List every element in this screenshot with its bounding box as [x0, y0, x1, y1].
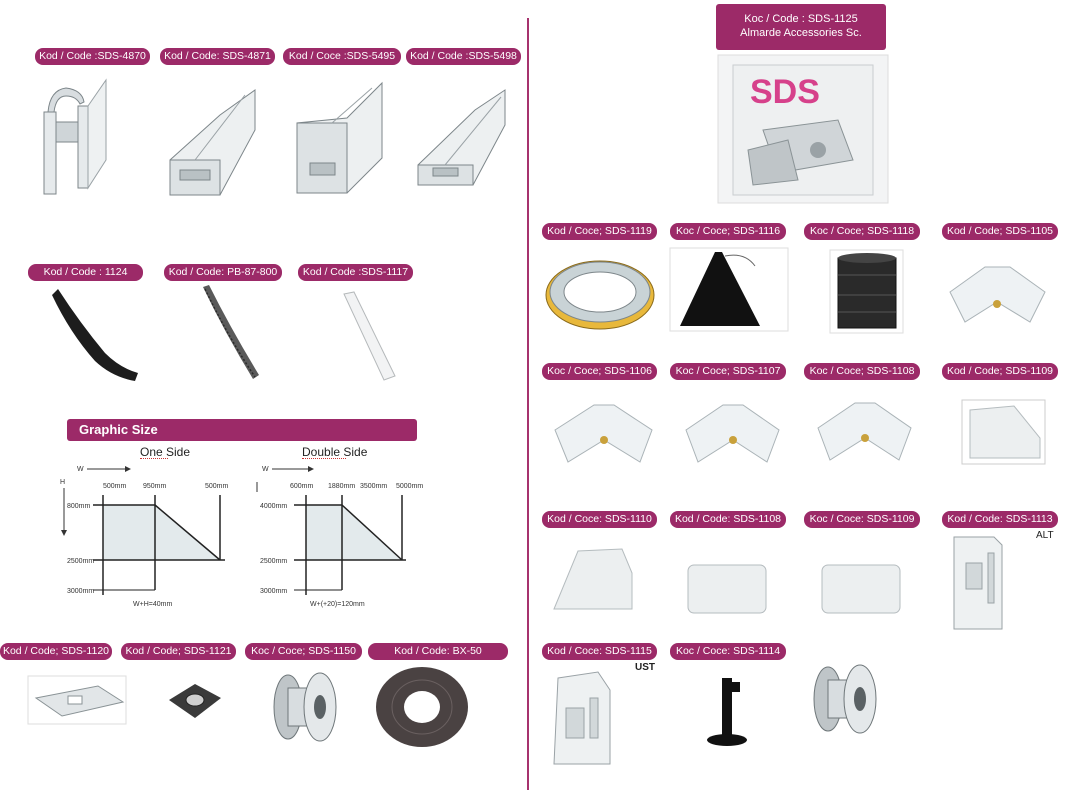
corner-sds-1106-image [554, 404, 653, 463]
code-tag-sds-1113: Kod / Code: SDS-1113 [942, 511, 1058, 528]
wheel-sds-1150-image [273, 672, 337, 742]
wheel-image [813, 664, 877, 734]
code-tag-sds-4871: Kod / Code: SDS-4871 [160, 48, 275, 65]
double-side-top-tick-4: 5000mm [396, 483, 423, 490]
double-side-left-tick-3: 3000mm [260, 588, 287, 595]
code-tag-sds-1125-line2: Almarde Accessories Sc. [740, 27, 862, 39]
code-tag-sds-1114: Koc / Coce: SDS-1114 [670, 643, 786, 660]
code-tag-sds-1105: Kod / Code; SDS-1105 [942, 223, 1058, 240]
plate-sds-1108-image [687, 564, 767, 614]
one-side-top-tick-2: 950mm [143, 483, 167, 490]
strip-sds-1117-image [343, 291, 396, 381]
code-tag-sds-1120: Kod / Code; SDS-1120 [0, 643, 112, 660]
double-side-top-tick-3: 3500mm [360, 483, 387, 490]
double-side-left-tick-1: 4000mm [260, 503, 287, 510]
code-tag-sds-1125: Koc / Code : SDS-1125 Almarde Accessorie… [716, 4, 886, 50]
corner-sds-1108-image [817, 402, 912, 461]
clip-sds-1120-image [27, 675, 127, 725]
code-tag-pb-87-800: Kod / Code: PB-87-800 [164, 264, 282, 281]
double-side-w-label: W [262, 466, 269, 473]
code-tag-sds-1109: Koc / Coce: SDS-1109 [804, 511, 920, 528]
one-side-left-tick-2: 2500mm [67, 558, 94, 565]
double-side-underline [302, 458, 346, 459]
code-tag-sds-1110: Kod / Coce: SDS-1110 [542, 511, 657, 528]
plate-sds-1109-image [821, 564, 901, 614]
one-side-top-tick-3: 500mm [205, 483, 229, 490]
bracket-sds-1113-image [953, 536, 1003, 630]
brush-pb-87-800-image [203, 285, 259, 379]
bag-brand-text: SDS [750, 73, 820, 111]
double-side-footer: W+(+20)=120mm [310, 601, 365, 608]
one-side-left-tick-1: 800mm [67, 503, 91, 510]
code-tag-sds-1119: Kod / Coce; SDS-1119 [542, 223, 657, 240]
thread-spool-sds-1118-image [829, 249, 904, 334]
one-side-w-label: W [77, 466, 84, 473]
center-divider [527, 18, 529, 790]
code-tag-sds-1121: Kod / Code; SDS-1121 [121, 643, 236, 660]
profile-sds-4871-image [169, 89, 256, 196]
code-tag-sds-1115: Kod / Coce: SDS-1115 [542, 643, 657, 660]
one-side-left-tick-3: 3000mm [67, 588, 94, 595]
graphic-size-title: Graphic Size [67, 419, 417, 441]
code-tag-sds-1150: Koc / Coce; SDS-1150 [245, 643, 362, 660]
code-tag-sds-1108: Kod / Code: SDS-1108 [670, 511, 786, 528]
code-tag-sds-1106: Koc / Coce; SDS-1106 [542, 363, 657, 380]
alt-note: ALT [1036, 530, 1054, 541]
code-tag-sds-1107: Koc / Coce; SDS-1107 [670, 363, 786, 380]
corner-sds-1105-image [949, 266, 1046, 323]
black-gasket-1124-image [52, 289, 138, 381]
brush-sds-1116-image [669, 247, 789, 332]
profile-sds-5495-image [296, 81, 383, 194]
code-tag-bx-50: Kod / Code: BX-50 [368, 643, 508, 660]
profile-sds-5498-image [417, 89, 506, 186]
code-tag-sds-5495: Kod / Coce :SDS-5495 [283, 48, 401, 65]
code-tag-sds-1109-top: Kod / Code; SDS-1109 [942, 363, 1058, 380]
code-tag-sds-1118: Koc / Coce; SDS-1118 [804, 223, 920, 240]
accessory-bag-image: SDS [717, 54, 889, 204]
double-side-top-tick-2: 1880mm [328, 483, 355, 490]
one-side-size-chart: W H 500mm 950mm 500mm 800mm 2500mm 3000m… [60, 466, 229, 608]
square-nut-sds-1121-image [169, 684, 221, 718]
one-side-h-label: H [60, 479, 65, 486]
one-side-footer: W+H=40mm [133, 601, 172, 608]
double-side-label: Double Side [302, 445, 368, 459]
profile-sds-4870-image [43, 78, 107, 195]
code-tag-sds-4870: Kod / Code :SDS-4870 [35, 48, 150, 65]
double-side-size-chart: W 600mm 1880mm 3500mm 5000mm 4000mm 2500… [256, 466, 423, 608]
bracket-sds-1115-image [553, 671, 611, 765]
double-side-top-tick-1: 600mm [290, 483, 314, 490]
code-tag-sds-1116: Koc / Coce; SDS-1116 [670, 223, 786, 240]
code-tag-sds-1125-line1: Koc / Code : SDS-1125 [744, 13, 858, 25]
tape-roll-sds-1119-image [545, 260, 655, 330]
code-tag-sds-5498: Kod / Code :SDS-5498 [406, 48, 521, 65]
one-side-underline [140, 458, 168, 459]
magnetic-tape-bx-50-image [376, 667, 468, 747]
ust-note: UST [635, 662, 655, 673]
code-tag-sds-1117: Kod / Code :SDS-1117 [298, 264, 413, 281]
plate-sds-1109-image [961, 399, 1046, 465]
corner-sds-1107-image [685, 404, 780, 463]
code-tag-sds-1108-top: Koc / Coce; SDS-1108 [804, 363, 920, 380]
one-side-label: One Side [140, 445, 191, 459]
one-side-top-tick-1: 500mm [103, 483, 127, 490]
stand-sds-1114-image [707, 678, 747, 746]
plate-sds-1110-image [553, 548, 633, 610]
code-tag-1124: Kod / Code : 1124 [28, 264, 143, 281]
double-side-left-tick-2: 2500mm [260, 558, 287, 565]
